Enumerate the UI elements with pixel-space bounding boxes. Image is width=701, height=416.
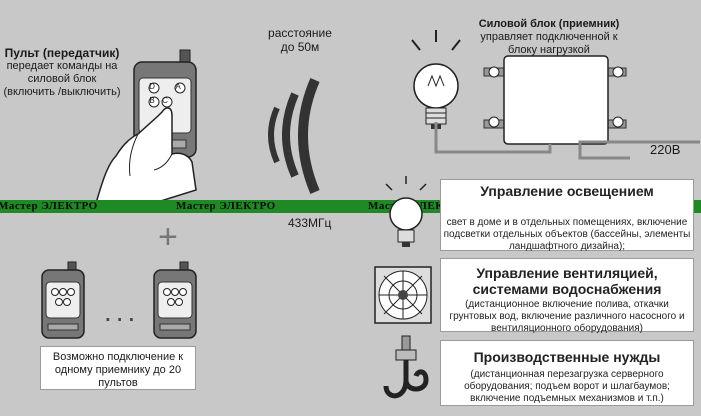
remote-control-icon-3 (153, 261, 197, 339)
receiver-desc: управляет подключенной к блоку нагрузкой (480, 31, 618, 56)
distance-label: расстояние до 50м (250, 26, 350, 54)
remote-button-b: B (149, 96, 155, 105)
remote-in-hand-illustration (92, 49, 197, 211)
lighting-panel-title: Управление освещением (480, 183, 654, 199)
radio-waves-icon (268, 78, 320, 194)
ventilation-panel: Управление вентиляцией, системами водосн… (440, 258, 694, 334)
remote-button-a: A (175, 82, 181, 91)
frequency-label: 433МГц (288, 216, 332, 230)
distance-line2: до 50м (280, 40, 320, 54)
lighting-panel-desc: свет в доме и в отдельных помещениях, вк… (443, 217, 691, 252)
receiver-box-icon (434, 55, 700, 160)
transmitter-label: Пульт (передатчик) передает команды на с… (2, 46, 122, 99)
remote-button-d: D (149, 82, 155, 91)
ventilation-panel-desc: (дистанционное включение полива, откачки… (449, 299, 685, 334)
lighting-panel: Управление освещением свет в доме и в от… (440, 179, 694, 252)
crane-hook-icon (383, 335, 429, 399)
transmitter-desc: передает команды на силовой блок (включи… (3, 60, 121, 98)
receiver-label: Силовой блок (приемник) управляет подклю… (476, 18, 622, 57)
industrial-panel-desc: (дистанционная перезагрузка серверного о… (464, 369, 670, 404)
ventilation-panel-title: Управление вентиляцией, системами водосн… (472, 265, 662, 297)
plus-sign: + (158, 218, 178, 256)
watermark-text-2: Мастер ЭЛЕКТРО (176, 200, 276, 212)
receiver-title: Силовой блок (приемник) (478, 18, 620, 30)
fan-icon (374, 266, 432, 324)
multi-remotes-note-text: Возможно подключение к одному приемнику … (52, 351, 184, 389)
multi-remotes-note: Возможно подключение к одному приемнику … (40, 346, 196, 390)
ellipsis: ... (104, 296, 140, 327)
transmitter-title: Пульт (передатчик) (4, 46, 120, 60)
voltage-label: 220В (650, 142, 681, 157)
wires (434, 122, 700, 160)
remote-control-icon-2 (41, 261, 85, 339)
industrial-panel-title: Производственные нужды (473, 349, 661, 365)
remote-buttons (148, 82, 186, 108)
distance-line1: расстояние (268, 26, 332, 40)
watermark-text-1: Мастер ЭЛЕКТРО (0, 200, 98, 212)
small-light-bulb-icon (385, 176, 427, 247)
remote-button-c: C (162, 96, 168, 105)
industrial-panel: Производственные нужды (дистанционная пе… (440, 340, 694, 406)
